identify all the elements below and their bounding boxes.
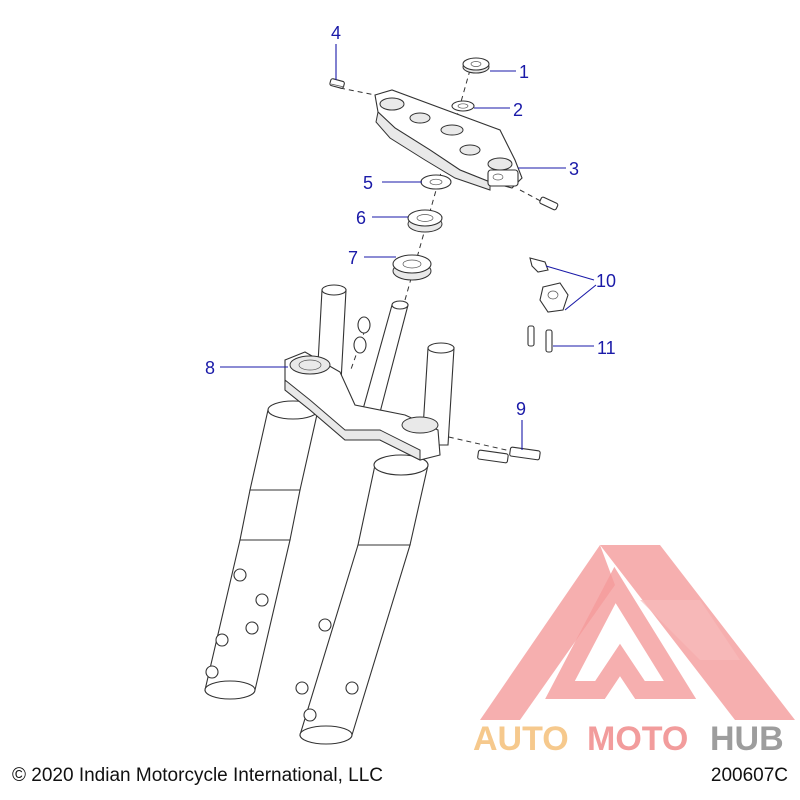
callout-2: 2 [513, 100, 523, 120]
copyright-notice: © 2020 Indian Motorcycle International, … [12, 765, 383, 786]
watermark-hub: HUB [710, 720, 784, 758]
bolt-9-axis [439, 434, 516, 453]
bolt-4-axis [339, 87, 376, 96]
part-7-lower-bearing [392, 254, 432, 281]
part-11-bolts [527, 325, 553, 353]
right-fork-assembly [295, 342, 455, 745]
left-fork-assembly [204, 284, 347, 700]
part-2-washer [451, 100, 475, 112]
diagram-code: 200607C [710, 765, 788, 786]
automotohub-logo: AUTO MOTO HUB [473, 545, 795, 758]
part-3-pinch-bolt [539, 196, 559, 211]
part-6-upper-bearing [407, 209, 443, 233]
part-10-brackets [529, 257, 569, 313]
callout-3: 3 [569, 159, 579, 179]
part-4-bolt [329, 78, 345, 89]
callout-11: 11 [597, 338, 616, 358]
callout-10: 10 [596, 271, 616, 291]
part-8-lower-triple-clamp [284, 300, 441, 461]
part-3-upper-triple-clamp [374, 89, 523, 191]
callout-7: 7 [348, 248, 358, 268]
watermark-moto: MOTO [587, 720, 688, 758]
part-1-stem-nut [462, 57, 490, 74]
leader-10a [545, 265, 595, 281]
leader-10b [564, 284, 597, 311]
part-9-pinch-bolts [477, 446, 541, 464]
callout-1: 1 [519, 62, 529, 82]
part-5-lock-washer [420, 174, 452, 190]
callout-6: 6 [356, 208, 366, 228]
callout-8: 8 [205, 358, 215, 378]
watermark-auto: AUTO [473, 720, 569, 758]
callout-5: 5 [363, 173, 373, 193]
callout-9: 9 [516, 399, 526, 419]
fork-cap-plugs [353, 316, 371, 354]
callout-4: 4 [331, 23, 341, 43]
